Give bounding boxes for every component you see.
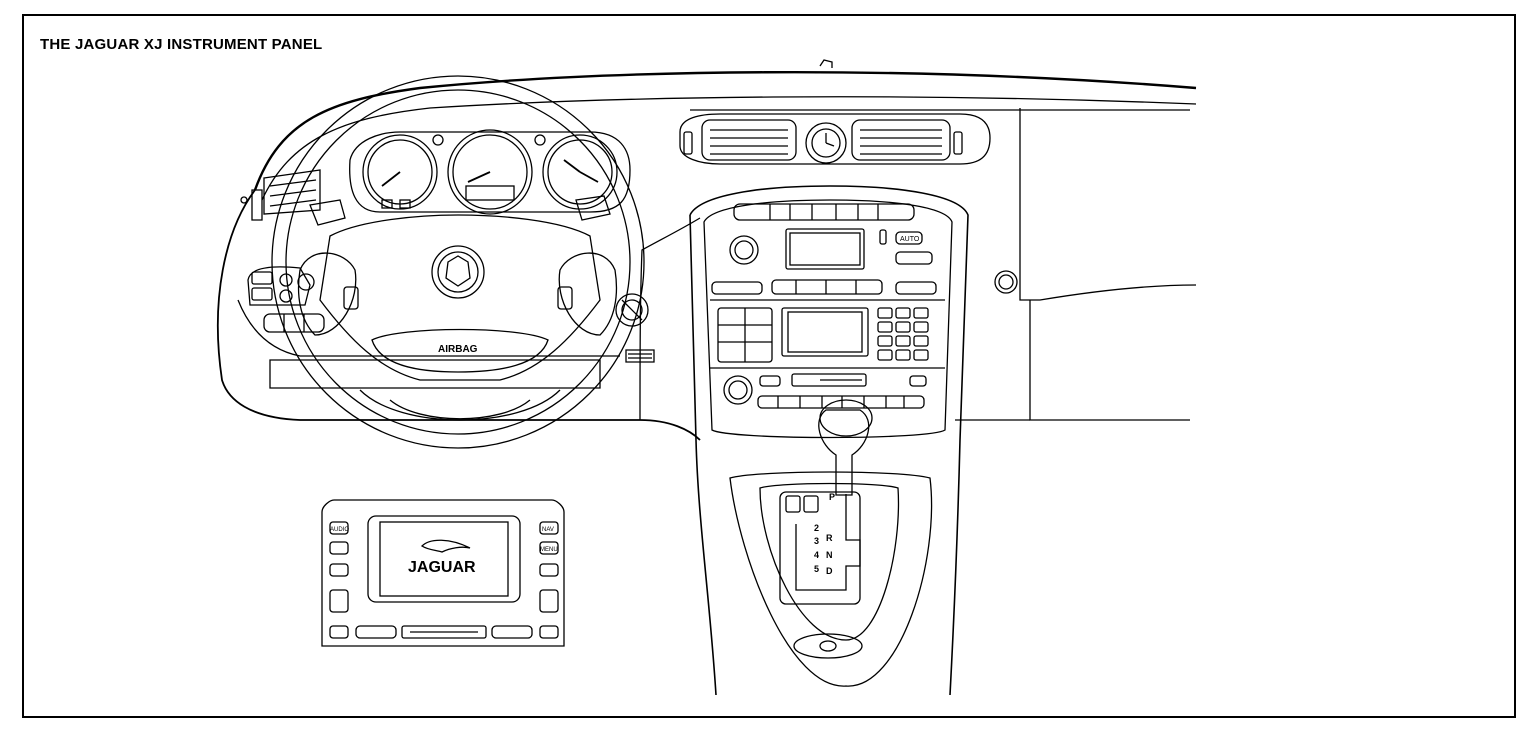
cupholder	[793, 633, 863, 659]
nav-display	[781, 307, 869, 357]
gear-d: D	[826, 566, 833, 576]
phone-keypad	[877, 307, 929, 361]
gear-3: 3	[814, 536, 819, 546]
steering-wheel: AIRBAG	[271, 75, 645, 449]
mirror-button	[251, 271, 273, 285]
gear-5: 5	[814, 564, 819, 574]
left-center-vent	[701, 119, 797, 161]
tachometer-gauge	[362, 134, 438, 210]
menu-button-label: MENU	[540, 547, 558, 553]
brand-logo-text: JAGUAR	[408, 559, 476, 576]
jaguar-leaper-logo	[420, 539, 471, 553]
center-console: AUTO	[689, 185, 969, 696]
ignition-area	[575, 195, 655, 363]
ignition-switch	[615, 293, 649, 327]
right-center-vent	[851, 119, 951, 161]
diagram-title: THE JAGUAR XJ INSTRUMENT PANEL	[40, 36, 323, 53]
gear-r: R	[826, 533, 833, 543]
gear-p: P	[829, 492, 835, 502]
cd-slot	[791, 373, 867, 387]
speedometer-gauge	[447, 129, 533, 215]
gear-4: 4	[814, 550, 819, 560]
diagram-border	[22, 14, 1516, 718]
airbag-label: AIRBAG	[438, 344, 478, 355]
analog-clock	[805, 122, 847, 164]
top-switch-strip	[733, 203, 915, 221]
instrument-cluster	[349, 129, 631, 215]
audio-knob	[723, 375, 753, 405]
gear-gate-panel	[779, 491, 861, 605]
touchscreen-unit: JAGUAR NAV MENU AUDIO	[321, 499, 565, 647]
airbag-pad	[371, 328, 549, 373]
touchscreen-display	[367, 515, 521, 603]
fuel-temp-gauge	[542, 134, 618, 210]
gear-shift-knob	[818, 409, 870, 496]
climate-display	[785, 228, 865, 270]
gear-n: N	[826, 550, 833, 560]
gear-2: 2	[814, 523, 819, 533]
audio-button-label: AUDIO	[330, 527, 349, 533]
left-switch-panel	[240, 169, 346, 333]
temp-knob	[729, 235, 759, 265]
nav-button-label: NAV	[542, 527, 554, 533]
auto-label: AUTO	[900, 236, 920, 243]
center-vents	[679, 113, 991, 165]
